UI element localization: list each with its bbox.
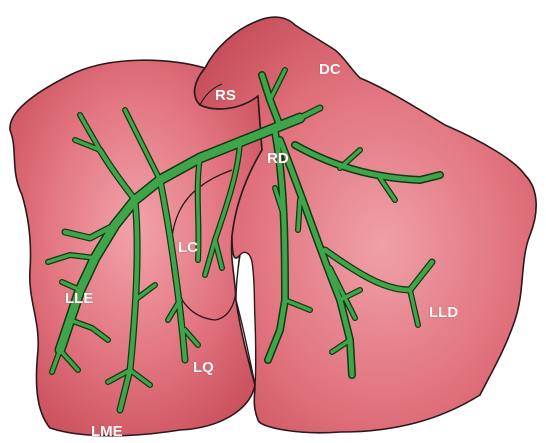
label-rs: RS	[215, 87, 236, 104]
label-lc: LC	[178, 239, 198, 256]
label-lle: LLE	[65, 290, 93, 307]
label-lld: LLD	[429, 304, 458, 321]
label-rd: RD	[267, 150, 289, 167]
label-lq: LQ	[193, 359, 214, 376]
label-dc: DC	[319, 61, 341, 78]
label-lme: LME	[91, 423, 123, 440]
